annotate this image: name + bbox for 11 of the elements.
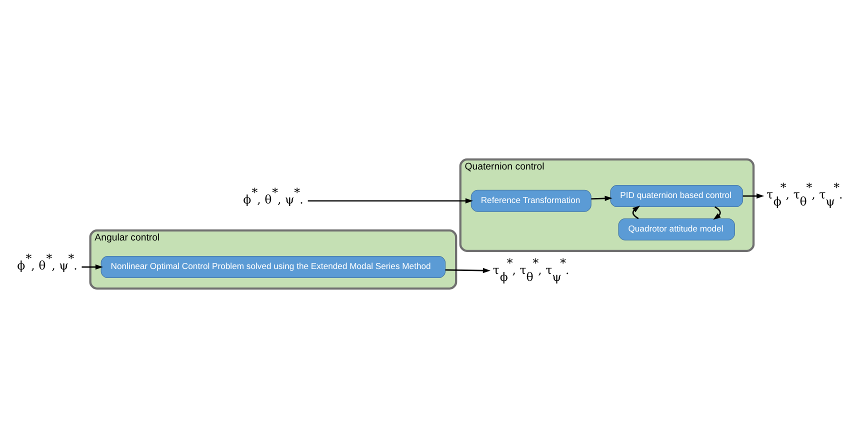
arrow (742, 193, 764, 199)
arrow (632, 206, 640, 220)
arrow (308, 198, 473, 204)
node-box: Reference Transformation (470, 190, 592, 212)
node-box: Quadrotor attitude model (618, 218, 735, 240)
arrow (591, 196, 612, 202)
arrow (445, 268, 490, 274)
arrow (713, 206, 721, 220)
node-box: Nonlinear Optimal Control Problem solved using the Extended Modal Series Method (100, 256, 446, 278)
arrow (82, 264, 103, 270)
node-box: PID quaternion based control (610, 185, 744, 208)
